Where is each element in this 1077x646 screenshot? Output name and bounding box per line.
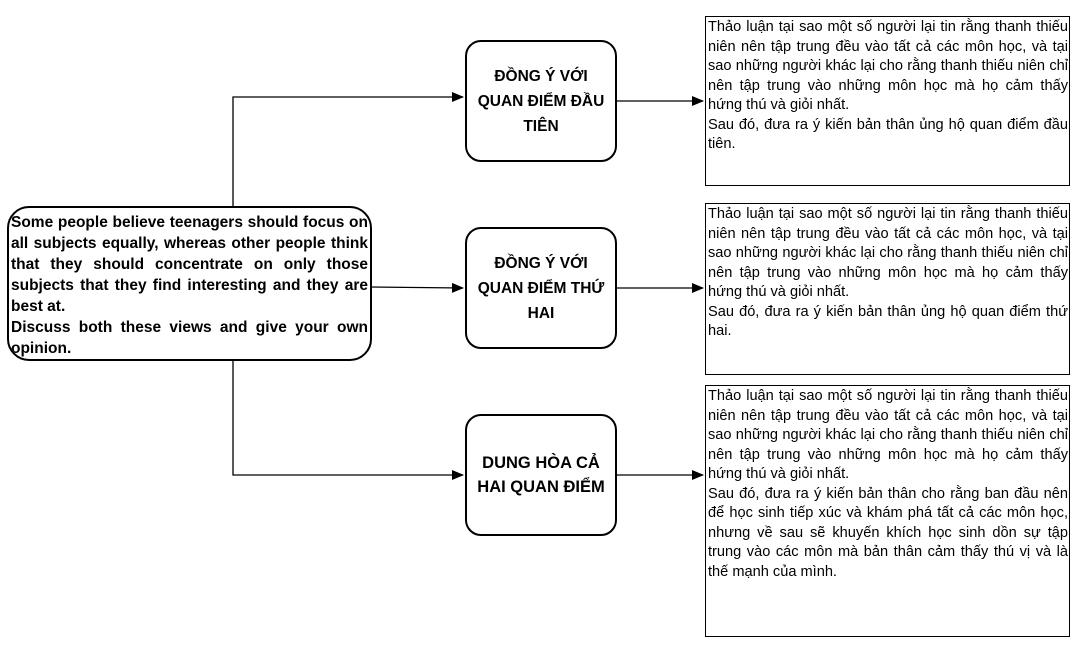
detail-discussion-text: Thảo luận tại sao một số người lại tin r… (708, 206, 1068, 300)
detail-opinion-text: Sau đó, đưa ra ý kiến bản thân ủng hộ qu… (708, 116, 1068, 153)
essay-prompt-node: Some people believe teenagers should foc… (7, 206, 372, 361)
detail-box-balanced-view: Thảo luận tại sao một số người lại tin r… (705, 385, 1070, 637)
option-label: ĐỒNG Ý VỚI QUAN ĐIỂM THỨ HAI (477, 254, 605, 322)
connector-prompt-to-option-1 (232, 92, 464, 206)
detail-discussion-text: Thảo luận tại sao một số người lại tin r… (708, 388, 1068, 482)
connector-prompt-to-option-3 (232, 361, 464, 480)
essay-prompt-task: Discuss both these views and give your o… (11, 319, 368, 357)
option-node-agree-first-view: ĐỒNG Ý VỚI QUAN ĐIỂM ĐẦU TIÊN (465, 40, 617, 162)
detail-opinion-text: Sau đó, đưa ra ý kiến bản thân cho rằng … (708, 485, 1068, 580)
detail-discussion-text: Thảo luận tại sao một số người lại tin r… (708, 19, 1068, 113)
detail-box-first-view: Thảo luận tại sao một số người lại tin r… (705, 16, 1070, 186)
option-node-balance-both-views: DUNG HÒA CẢ HAI QUAN ĐIỂM (465, 414, 617, 536)
connector-prompt-to-option-2 (371, 282, 464, 293)
essay-prompt-statement: Some people believe teenagers should foc… (11, 214, 368, 315)
option-label: ĐỒNG Ý VỚI QUAN ĐIỂM ĐẦU TIÊN (477, 67, 605, 135)
option-node-agree-second-view: ĐỒNG Ý VỚI QUAN ĐIỂM THỨ HAI (465, 227, 617, 349)
detail-opinion-text: Sau đó, đưa ra ý kiến bản thân ủng hộ qu… (708, 303, 1068, 340)
detail-box-second-view: Thảo luận tại sao một số người lại tin r… (705, 203, 1070, 375)
option-label: DUNG HÒA CẢ HAI QUAN ĐIỂM (477, 454, 605, 496)
